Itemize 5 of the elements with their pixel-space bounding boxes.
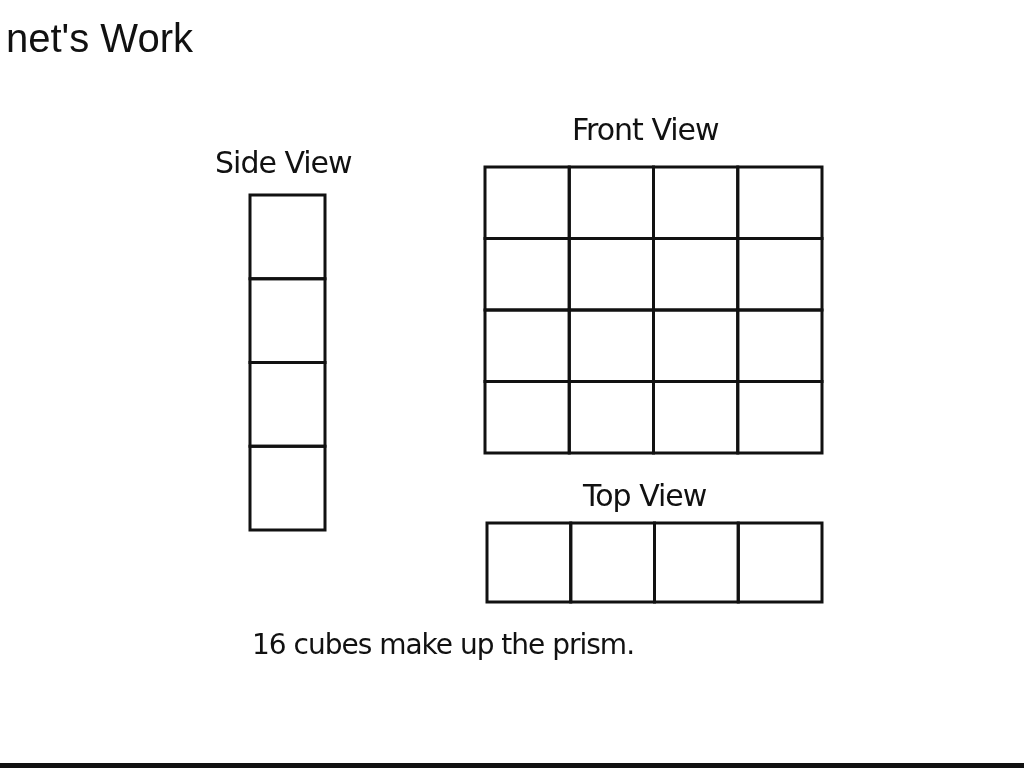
note-text: 16 cubes make up the prism. [252, 628, 635, 661]
view-heading: Front View [572, 112, 719, 147]
page-title: net's Work [6, 16, 193, 61]
view-heading: Top View [583, 478, 707, 513]
view-heading: Side View [215, 145, 352, 180]
